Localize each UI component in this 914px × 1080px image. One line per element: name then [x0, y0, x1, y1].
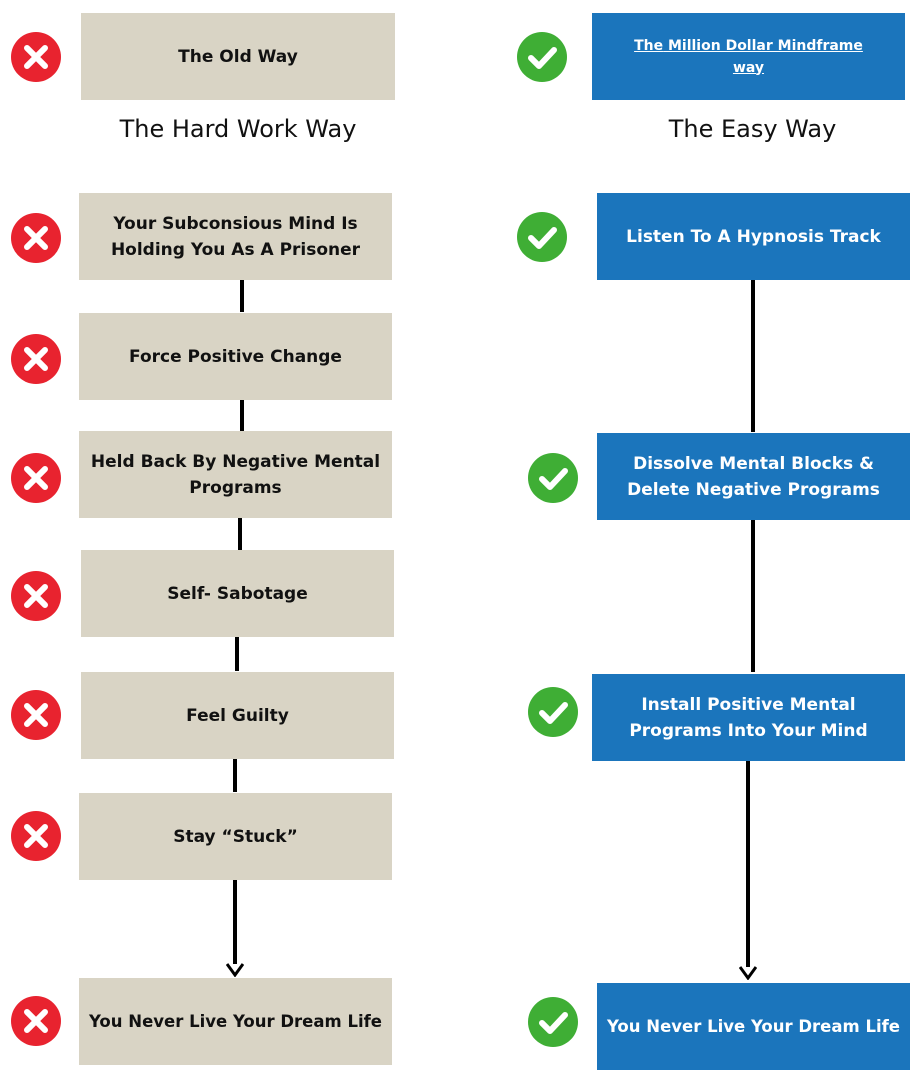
arrow-down-icon	[226, 963, 244, 977]
x-circle-icon	[11, 453, 61, 503]
arrow-down-icon	[739, 966, 757, 980]
check-circle-icon	[528, 997, 578, 1047]
old-step-4: Self- Sabotage	[81, 550, 394, 637]
connector-line	[240, 400, 244, 432]
old-way-title-box: The Old Way	[81, 13, 395, 100]
x-circle-icon	[11, 32, 61, 82]
million-dollar-title-box: The Million Dollar Mindframe way	[592, 13, 905, 100]
old-way-title-label: The Old Way	[178, 46, 298, 67]
old-step-5: Feel Guilty	[81, 672, 394, 759]
connector-line	[238, 518, 242, 551]
x-circle-icon	[11, 213, 61, 263]
x-circle-icon	[11, 811, 61, 861]
x-circle-icon	[11, 996, 61, 1046]
connector-arrow-line	[746, 761, 750, 967]
x-circle-icon	[11, 690, 61, 740]
new-step-2: Dissolve Mental Blocks & Delete Negative…	[597, 433, 910, 520]
new-step-4: You Never Live Your Dream Life	[597, 983, 910, 1070]
x-circle-icon	[11, 334, 61, 384]
check-circle-icon	[517, 32, 567, 82]
million-dollar-title-line1: The Million Dollar Mindframe	[634, 35, 863, 57]
new-step-1: Listen To A Hypnosis Track	[597, 193, 910, 280]
connector-line	[233, 759, 237, 792]
x-circle-icon	[11, 571, 61, 621]
new-step-3: Install Positive Mental Programs Into Yo…	[592, 674, 905, 761]
hard-work-way-heading: The Hard Work Way	[119, 115, 357, 143]
million-dollar-mindframe-link[interactable]: Million Dollar Mindframe	[663, 37, 863, 54]
old-step-1: Your Subconsious Mind Is Holding You As …	[79, 193, 392, 280]
connector-line	[235, 637, 239, 671]
connector-arrow-line	[233, 880, 237, 964]
connector-line	[240, 280, 244, 312]
old-step-7: You Never Live Your Dream Life	[79, 978, 392, 1065]
title-prefix: The	[634, 37, 664, 54]
check-circle-icon	[517, 212, 567, 262]
old-step-6: Stay “Stuck”	[79, 793, 392, 880]
title-suffix: way	[732, 59, 765, 76]
easy-way-heading: The Easy Way	[668, 115, 837, 143]
old-step-2: Force Positive Change	[79, 313, 392, 400]
check-circle-icon	[528, 453, 578, 503]
old-step-3: Held Back By Negative Mental Programs	[79, 431, 392, 518]
connector-line	[751, 520, 755, 672]
connector-line	[751, 280, 755, 432]
check-circle-icon	[528, 687, 578, 737]
